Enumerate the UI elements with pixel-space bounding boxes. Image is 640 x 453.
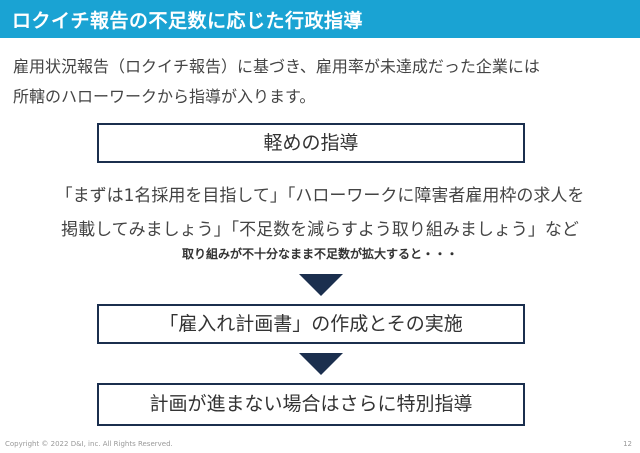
example-line-1: 「まずは1名採用を目指して」「ハローワークに障害者雇用枠の求人を: [55, 186, 585, 206]
step-box-special-guidance: 計画が進まない場合はさらに特別指導: [97, 383, 525, 426]
step-box-hiring-plan: 「雇入れ計画書」の作成とその実施: [97, 304, 525, 344]
down-arrow-icon: [299, 353, 343, 375]
intro-line-2: 所轄のハローワークから指導が入ります。: [13, 87, 316, 106]
example-line-2: 掲載してみましょう」「不足数を減らすよう取り組みましょう」など: [61, 220, 579, 240]
escalation-note: 取り組みが不十分なまま不足数が拡大すると・・・: [181, 247, 458, 261]
step-box-light-guidance: 軽めの指導: [97, 123, 525, 163]
intro-text: 雇用状況報告（ロクイチ報告）に基づき、雇用率が未達成だった企業には 所轄のハロー…: [13, 52, 633, 112]
down-arrow-icon: [299, 274, 343, 296]
page-number: 12: [623, 440, 632, 448]
slide-title: ロクイチ報告の不足数に応じた行政指導: [12, 10, 364, 32]
copyright-text: Copyright © 2022 D&I, inc. All Rights Re…: [5, 440, 173, 448]
intro-line-1: 雇用状況報告（ロクイチ報告）に基づき、雇用率が未達成だった企業には: [13, 57, 540, 76]
title-bar: ロクイチ報告の不足数に応じた行政指導: [0, 0, 640, 38]
